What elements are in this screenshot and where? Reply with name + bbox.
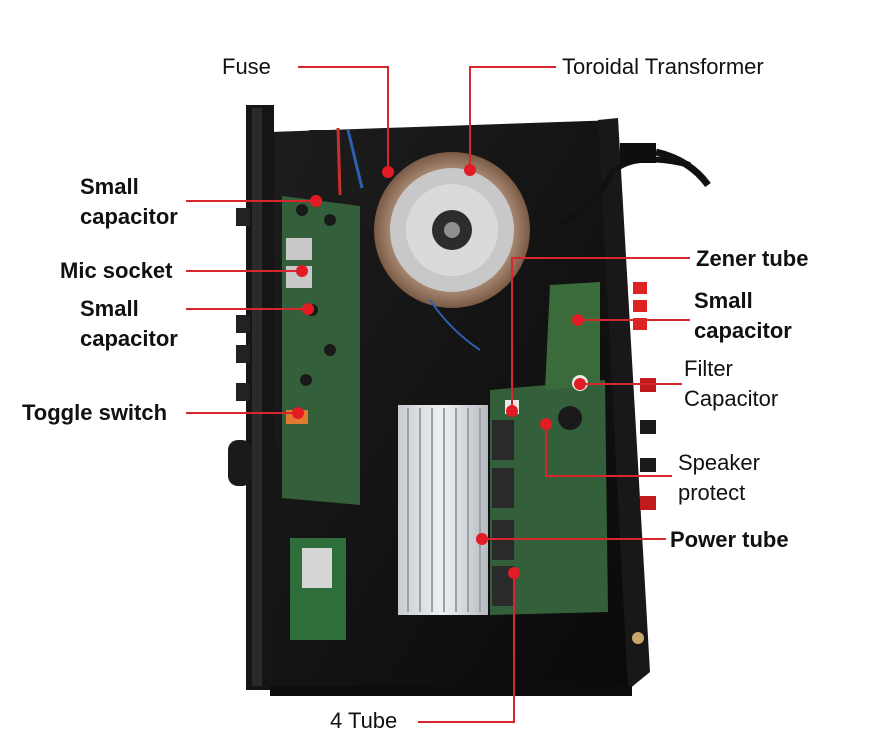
marker-dot-small-capacitor-3 <box>572 314 584 326</box>
fuse-holder <box>305 127 369 196</box>
marker-dot-four-tube <box>508 567 520 579</box>
preamp-board <box>282 196 360 505</box>
label-small-capacitor-1: Small capacitor <box>80 174 178 229</box>
leader-line-four-tube <box>418 574 515 723</box>
label-filter-capacitor: Filter Capacitor <box>684 356 779 411</box>
leader-line-zener-tube <box>511 257 690 410</box>
label-small-capacitor-2: Small capacitor <box>80 296 178 351</box>
marker-dot-small-capacitor-1 <box>310 195 322 207</box>
marker-dot-mic-socket <box>296 265 308 277</box>
label-fuse: Fuse <box>222 54 271 79</box>
leader-line-speaker-protect <box>545 426 672 477</box>
marker-dots <box>292 164 586 579</box>
leader-lines <box>186 66 690 723</box>
label-small-capacitor-3: Small capacitor <box>694 288 792 343</box>
label-toroidal-transformer: Toroidal Transformer <box>562 54 764 79</box>
label-power-tube: Power tube <box>670 527 789 552</box>
power-cord <box>558 143 711 228</box>
marker-dot-toggle-switch <box>292 407 304 419</box>
leader-line-toroidal-transformer <box>469 66 556 169</box>
mp3-module-board <box>290 538 346 640</box>
label-four-tube: 4 Tube <box>330 708 398 733</box>
label-speaker-protect: Speaker protect <box>678 450 760 505</box>
marker-dot-toroidal-transformer <box>464 164 476 176</box>
label-mic-socket: Mic socket <box>60 258 173 283</box>
leader-line-fuse <box>298 66 389 168</box>
toroidal-transformer <box>374 152 530 351</box>
marker-dot-filter-capacitor <box>574 378 586 390</box>
heatsink <box>398 405 488 615</box>
marker-dot-speaker-protect <box>540 418 552 430</box>
speaker-terminals <box>632 282 656 644</box>
label-zener-tube: Zener tube <box>696 246 809 271</box>
marker-dot-zener-tube <box>506 405 518 417</box>
marker-dot-power-tube <box>476 533 488 545</box>
marker-dot-small-capacitor-2 <box>302 303 314 315</box>
label-toggle-switch: Toggle switch <box>22 400 168 425</box>
marker-dot-fuse <box>382 166 394 178</box>
